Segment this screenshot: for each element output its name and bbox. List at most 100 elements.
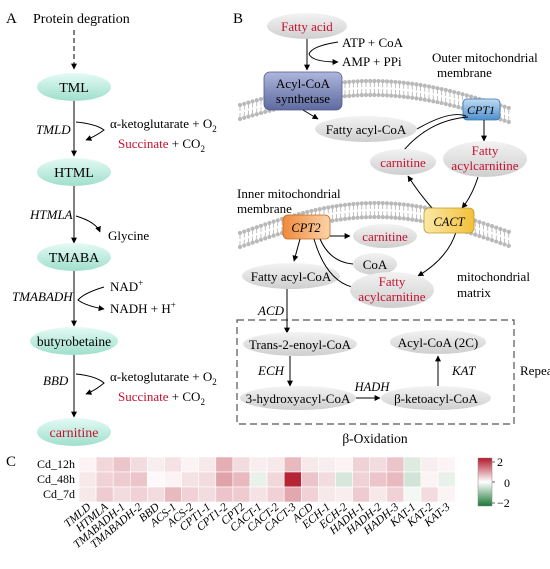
lipid-head <box>410 203 415 208</box>
lipid-head <box>452 89 457 95</box>
arrow-acylcarnitine-to-cact <box>461 176 479 209</box>
lipid-head <box>460 92 465 97</box>
lipid-head <box>502 104 507 109</box>
lipid-head <box>410 95 415 100</box>
lipid-head <box>443 87 448 93</box>
lipid-head <box>275 232 280 237</box>
lipid-head <box>393 93 398 99</box>
arrow-cpt2-acylcoa <box>292 238 301 262</box>
lipid-head <box>359 93 364 98</box>
lipid-head <box>351 201 356 207</box>
lipid-head <box>393 215 398 220</box>
lipid-head <box>351 79 356 84</box>
heatmap-cell <box>95 456 114 473</box>
protein-degration-label: Protein degration <box>33 12 130 27</box>
heatmap-cell <box>198 456 217 473</box>
side-arrow-3 <box>77 286 105 312</box>
lipid-head <box>435 100 440 105</box>
acd-enzyme: ACD <box>257 303 285 318</box>
lipid-head <box>456 105 461 110</box>
lipid-head <box>468 94 474 99</box>
lipid-head <box>384 93 390 98</box>
heatmap-cell <box>352 486 371 503</box>
heatmap-cell <box>181 456 200 473</box>
lipid-head <box>477 233 482 239</box>
lipid-head <box>300 210 306 216</box>
coa-label: CoA <box>363 257 388 272</box>
carnitine-label: carnitine <box>50 426 99 441</box>
heatmap-cell <box>352 456 371 473</box>
lipid-head <box>305 209 310 215</box>
trans-enoyl-label: Trans-2-enoyl-CoA <box>249 337 352 352</box>
lipid-head <box>330 204 335 209</box>
carnitine-top-node <box>370 149 436 175</box>
lipid-head <box>485 222 490 227</box>
hadh-enzyme: HADH <box>354 380 391 394</box>
lipid-head <box>250 99 255 104</box>
heatmap-column-labels: TMLDHTMLATMABADH-1TMABADH-2BBDACS-1ACS-2… <box>62 500 453 550</box>
lipid-head <box>242 229 247 234</box>
lipid-head <box>502 242 507 247</box>
heatmap-cell <box>300 471 319 488</box>
ech-enzyme: ECH <box>257 363 285 378</box>
heatmap-cell <box>266 471 285 488</box>
lipid-head <box>338 217 343 222</box>
lipid-head <box>258 223 264 228</box>
cpt2-label: CPT2 <box>291 221 320 235</box>
lipid-head <box>410 217 415 222</box>
cpt2-coa-curve <box>319 238 354 265</box>
lipid-head <box>254 239 259 244</box>
lipid-head <box>494 239 499 244</box>
lipid-head <box>489 224 495 229</box>
tml-label: TML <box>59 81 89 96</box>
cpt2-acylcarnitine-curve <box>313 238 353 288</box>
heatmap-cell <box>437 471 456 488</box>
lipid-head <box>338 203 343 208</box>
lipid-head <box>359 215 364 220</box>
lipid-head <box>363 215 369 220</box>
lipid-head <box>414 82 419 87</box>
carnitine-mid-node <box>353 224 417 248</box>
heatmap-cell <box>249 486 268 503</box>
lipid-head <box>506 229 511 234</box>
heatmap-cell <box>437 486 456 503</box>
lipid-head <box>242 101 247 106</box>
lipid-head <box>498 226 503 232</box>
heatmap-cell <box>403 471 422 488</box>
heatmap-cell <box>215 486 234 503</box>
tmaba-label: TMABA <box>49 251 100 266</box>
lipid-head <box>246 100 251 105</box>
lipid-head <box>347 216 352 221</box>
lipid-head <box>384 215 390 220</box>
lipid-head <box>267 234 272 240</box>
heatmap-cell <box>232 471 251 488</box>
lipid-head <box>405 216 411 222</box>
heatmap-cell <box>198 486 217 503</box>
heatmap-cell <box>130 456 148 473</box>
lipid-head <box>250 226 255 231</box>
coa-node <box>353 253 397 275</box>
heatmap-cell <box>112 456 131 473</box>
lipid-head <box>246 241 251 247</box>
tmld-enzyme: TMLD <box>36 122 71 137</box>
cpt2-box <box>282 214 331 240</box>
heatmap-cell <box>266 486 285 503</box>
lipid-head <box>342 202 348 208</box>
lipid-head <box>254 112 259 117</box>
heatmap-cell <box>164 486 182 503</box>
lipid-head <box>426 84 432 89</box>
panel-b-letter: B <box>233 11 243 27</box>
atp-curve <box>308 41 339 65</box>
fatty-acylcarnitine-top-label-1: Fatty <box>472 143 499 158</box>
lipid-head <box>372 78 377 84</box>
heatmap-cell <box>300 486 319 503</box>
lipid-head <box>389 93 394 98</box>
beta-oxidation-box <box>236 319 515 425</box>
lipid-head <box>384 201 390 206</box>
lipid-head <box>506 105 511 111</box>
heatmap-cell <box>318 486 336 503</box>
lipid-head <box>258 110 264 116</box>
matrix-label-2: matrix <box>457 285 491 300</box>
heatmap-cell <box>78 456 97 473</box>
fatty-acyl-coa-top-node <box>315 116 417 142</box>
